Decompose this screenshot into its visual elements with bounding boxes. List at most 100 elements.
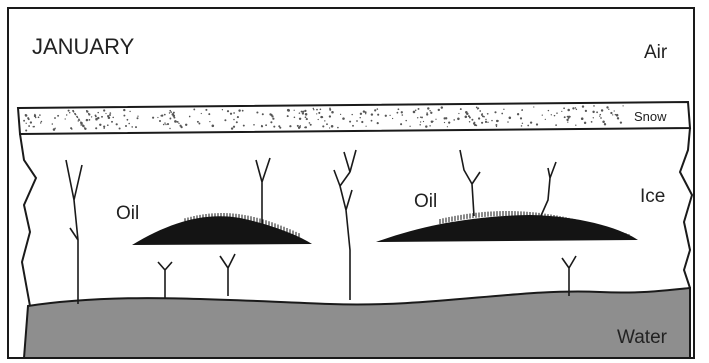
snow-dot (444, 122, 445, 123)
snow-dot (198, 123, 200, 125)
snow-dot (302, 112, 304, 114)
snow-dot (169, 112, 170, 113)
snow-dot (80, 124, 81, 125)
snow-dot (520, 117, 522, 119)
snow-dot (556, 112, 558, 114)
snow-dot (423, 121, 424, 122)
snow-dot (306, 118, 308, 120)
diagram-title: JANUARY (32, 34, 135, 59)
snow-dot (377, 122, 379, 124)
snow-dot (78, 120, 80, 122)
snow-dot (329, 115, 331, 117)
snow-dot (340, 114, 341, 115)
snow-dot (564, 116, 566, 118)
snow-dot (460, 108, 462, 110)
snow-dot (119, 127, 121, 129)
snow-dot (385, 115, 387, 117)
snow-dot (530, 121, 532, 123)
snow-dot (536, 123, 538, 125)
snow-dot (321, 116, 323, 118)
snow-dot (233, 112, 235, 114)
snow-dot (116, 123, 118, 125)
snow-dot (160, 115, 162, 117)
snow-dot (398, 108, 400, 110)
snow-dot (112, 117, 114, 119)
snow-dot (612, 114, 613, 115)
snow-dot (129, 111, 130, 112)
snow-dot (435, 119, 436, 120)
snow-dot (487, 122, 488, 123)
snow-dot (167, 123, 169, 125)
snow-dot (616, 114, 619, 117)
snow-dot (157, 117, 158, 118)
snow-dot (337, 127, 339, 129)
snow-dot (487, 113, 489, 115)
snow-dot (356, 120, 358, 122)
snow-dot (301, 111, 303, 113)
snow-dot (365, 126, 366, 127)
snow-dot (26, 123, 27, 124)
snow-dot (174, 120, 177, 123)
snow-dot (222, 109, 223, 110)
snow-dot (326, 123, 328, 125)
snow-dot (600, 117, 602, 119)
snow-dot (584, 122, 586, 124)
snow-dot (582, 105, 584, 107)
snow-dot (310, 124, 312, 126)
snow-dot (517, 113, 519, 115)
snow-dot (289, 125, 291, 127)
snow-dot (554, 115, 556, 117)
snow-dot (485, 119, 486, 120)
snow-dot (400, 123, 402, 125)
snow-dot (409, 126, 410, 127)
snow-dot (522, 123, 523, 124)
snow-dot (86, 119, 88, 121)
snow-dot (91, 116, 92, 117)
snow-dot (447, 126, 448, 127)
snow-dot (107, 124, 109, 126)
snow-dot (401, 111, 403, 113)
snow-dot (272, 118, 274, 120)
snow-dot (52, 123, 54, 125)
snow-dot (477, 108, 479, 110)
snow-dot (600, 114, 601, 115)
snow-dot (474, 124, 476, 126)
snow-dot (359, 117, 360, 118)
snow-dot (224, 119, 226, 121)
snow-dot (73, 111, 74, 112)
snow-dot (610, 112, 612, 114)
snow-dot (448, 121, 450, 123)
snow-dot (299, 118, 301, 120)
snow-dot (415, 109, 417, 111)
snow-dot (294, 110, 295, 111)
snow-dot (599, 115, 600, 116)
snow-dot (34, 115, 36, 117)
snow-dot (567, 121, 568, 122)
snow-dot (405, 120, 406, 121)
snow-dot (606, 106, 608, 108)
snow-dot (322, 125, 324, 127)
snow-dot (413, 111, 416, 114)
snow-dot (431, 120, 433, 122)
snow-dot (69, 112, 70, 113)
snow-dot (575, 125, 576, 126)
snow-dot (429, 125, 430, 126)
snow-dot (318, 119, 319, 120)
snow-dot (256, 111, 258, 113)
snow-dot (320, 109, 322, 111)
snow-dot (227, 110, 229, 112)
snow-dot (25, 114, 28, 117)
snow-dot (481, 122, 483, 124)
snow-dot (396, 112, 398, 114)
water-label: Water (617, 327, 668, 348)
snow-dot (419, 124, 421, 126)
snow-dot (205, 109, 207, 111)
snow-dot (86, 110, 88, 112)
snow-dot (84, 128, 86, 130)
snow-dot (453, 119, 455, 121)
snow-dot (304, 110, 306, 112)
snow-dot (265, 124, 267, 126)
snow-dot (438, 109, 440, 111)
snow-dot (575, 107, 577, 109)
